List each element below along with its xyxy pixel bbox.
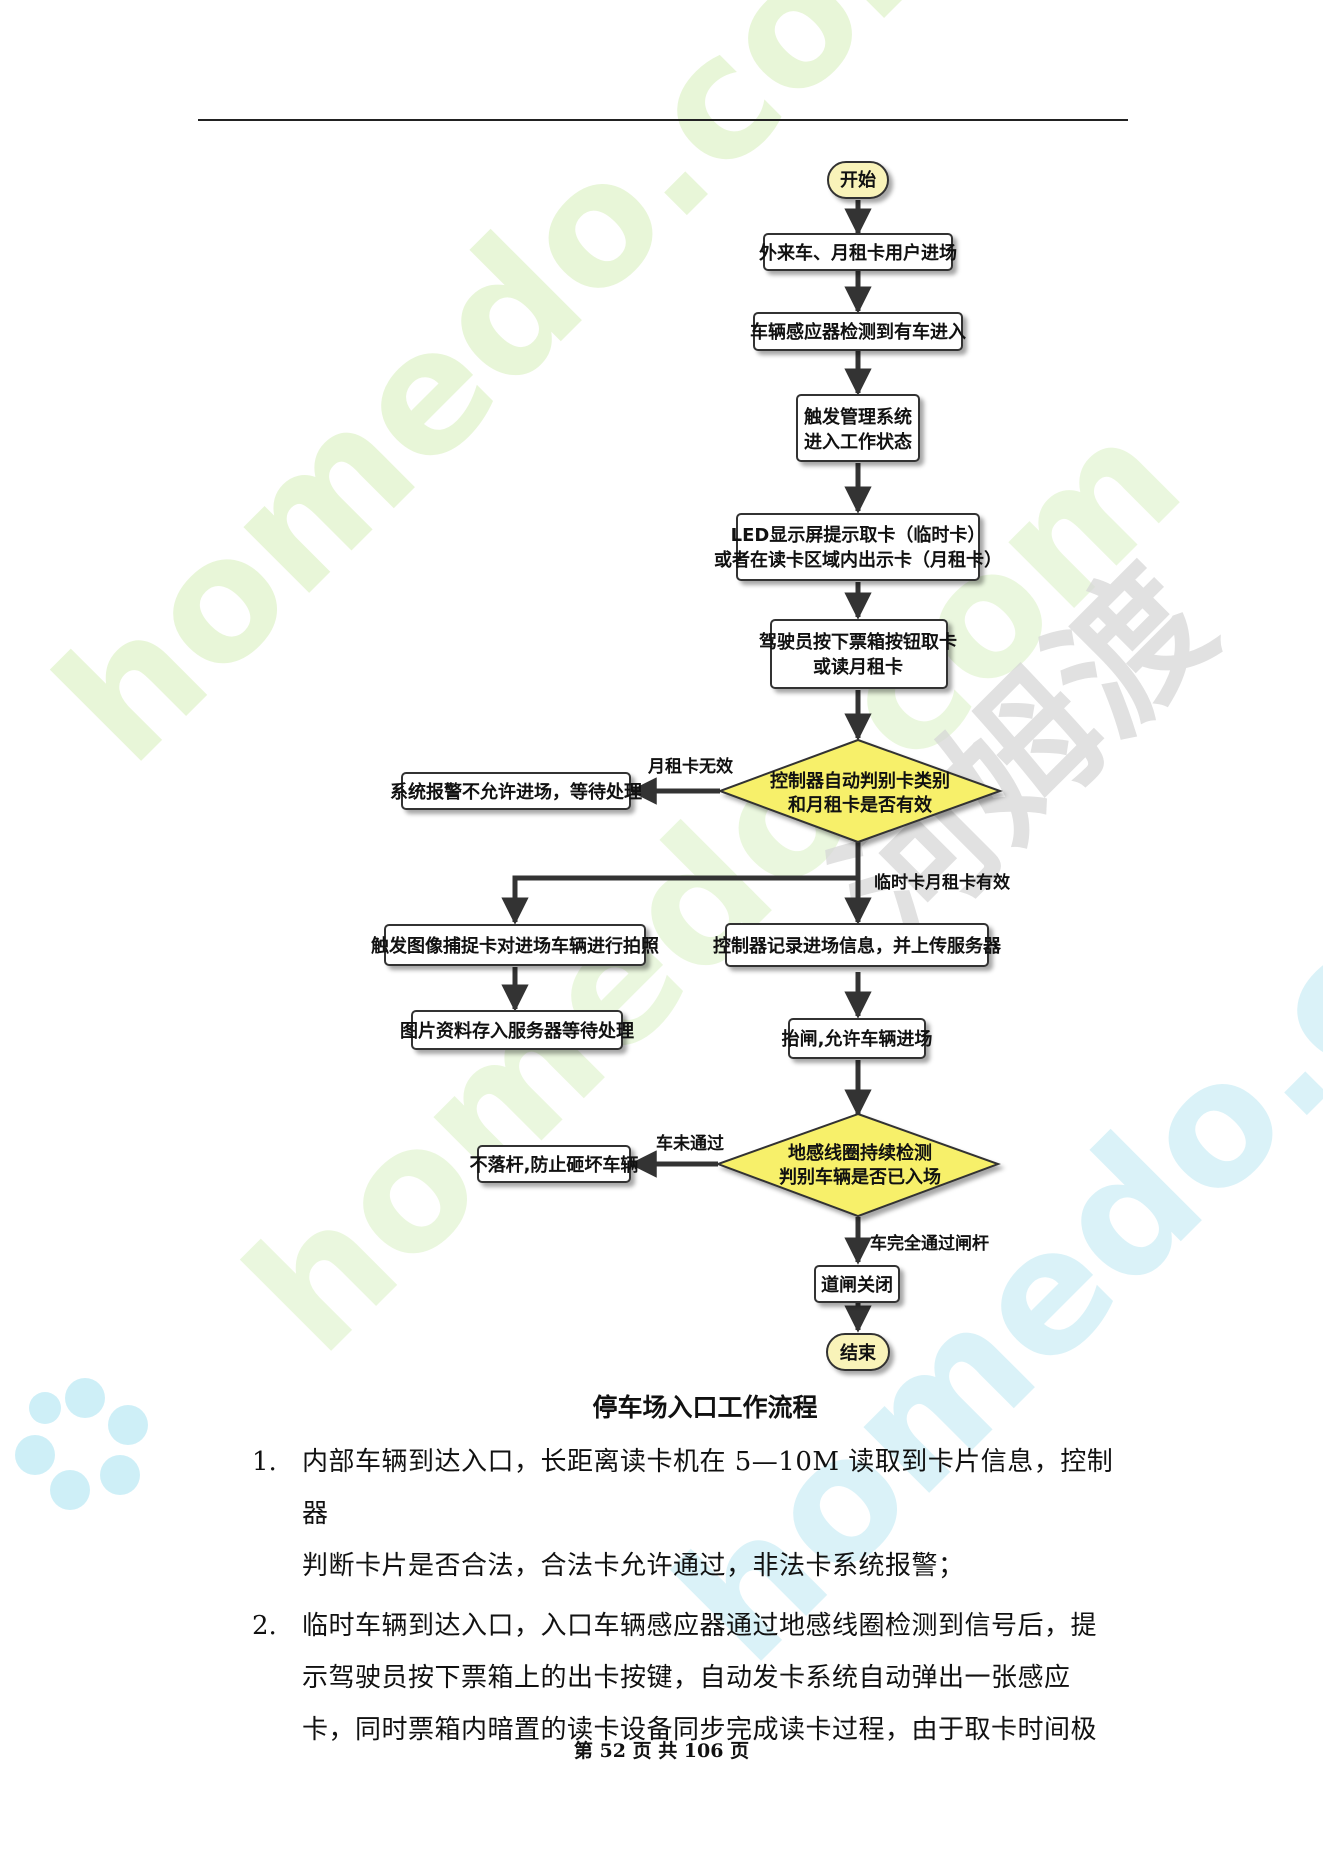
svg-text:控制器自动判别卡类别: 控制器自动判别卡类别 [770,770,950,792]
svg-text:系统报警不允许进场，等待处理: 系统报警不允许进场，等待处理 [390,781,642,803]
edge-label-invalid: 月租卡无效 [647,756,733,777]
svg-text:控制器记录进场信息，并上传服务器: 控制器记录进场信息，并上传服务器 [713,935,1002,957]
svg-text:或者在读卡区域内出示卡（月租卡）: 或者在读卡区域内出示卡（月租卡） [714,549,1002,571]
end-node: 结束 [826,1333,890,1371]
svg-text:结束: 结束 [840,1342,877,1364]
list-item-number: 2. [252,1611,277,1641]
figure-caption: 停车场入口工作流程 [592,1393,818,1422]
list-item-number: 1. [252,1447,277,1477]
edge-label-notpassed: 车未通过 [656,1133,724,1154]
svg-text:或读月租卡: 或读月租卡 [813,656,903,678]
watermark-logo-icon [15,1378,148,1510]
step-trigger-system: 触发管理系统 进入工作状态 [796,394,920,462]
page-footer: 第 52 页 共 106 页 [573,1740,750,1762]
svg-text:LED显示屏提示取卡（临时卡）: LED显示屏提示取卡（临时卡） [731,524,986,546]
step-store-image: 图片资料存入服务器等待处理 [400,1010,634,1050]
edge-label-valid: 临时卡月租卡有效 [874,872,1010,893]
svg-text:抬闸,允许车辆进场: 抬闸,允许车辆进场 [782,1028,933,1050]
svg-text:进入工作状态: 进入工作状态 [804,431,912,453]
step-lift-barrier: 抬闸,允许车辆进场 [782,1018,933,1059]
svg-text:道闸关闭: 道闸关闭 [821,1274,893,1296]
svg-text:触发图像捕捉卡对进场车辆进行拍照: 触发图像捕捉卡对进场车辆进行拍照 [371,935,659,957]
step-capture-photo: 触发图像捕捉卡对进场车辆进行拍照 [371,924,659,966]
svg-text:外来车、月租卡用户进场: 外来车、月租卡用户进场 [759,242,957,264]
step-sensor-detect: 车辆感应器检测到有车进入 [750,312,966,351]
step-no-lower: 不落杆,防止砸坏车辆 [470,1145,639,1183]
step-led-display: LED显示屏提示取卡（临时卡） 或者在读卡区域内出示卡（月租卡） [714,513,1002,581]
step-driver-take-card: 驾驶员按下票箱按钮取卡 或读月租卡 [759,619,957,689]
svg-text:和月租卡是否有效: 和月租卡是否有效 [788,794,933,816]
decision-loop-detect: 地感线圈持续检测 判别车辆是否已入场 [715,1112,1001,1218]
step-system-alarm: 系统报警不允许进场，等待处理 [390,772,642,810]
svg-text:开始: 开始 [840,169,876,191]
list-item: 1. 内部车辆到达入口，长距离读卡机在 5—10M 读取到卡片信息，控制器 判断… [252,1436,1132,1592]
step-barrier-close: 道闸关闭 [814,1265,900,1303]
svg-text:触发管理系统: 触发管理系统 [804,406,912,428]
step-controller-record: 控制器记录进场信息，并上传服务器 [713,923,1002,967]
svg-text:不落杆,防止砸坏车辆: 不落杆,防止砸坏车辆 [470,1154,639,1176]
svg-text:车辆感应器检测到有车进入: 车辆感应器检测到有车进入 [750,321,966,343]
decision-card-check: 控制器自动判别卡类别 和月租卡是否有效 [717,738,1003,844]
header-rule [198,119,1128,121]
flowchart: 开始 外来车、月租卡用户进场 车辆感应器检测到有车进入 触发管理系统 进入工作状… [371,161,1010,1371]
list-item-text: 内部车辆到达入口，长距离读卡机在 5—10M 读取到卡片信息，控制器 判断卡片是… [302,1447,1114,1581]
svg-text:判别车辆是否已入场: 判别车辆是否已入场 [779,1166,941,1188]
numbered-list: 1. 内部车辆到达入口，长距离读卡机在 5—10M 读取到卡片信息，控制器 判断… [252,1436,1132,1764]
list-item-text: 临时车辆到达入口，入口车辆感应器通过地感线圈检测到信号后，提 示驾驶员按下票箱上… [302,1611,1098,1745]
start-node: 开始 [827,161,889,199]
step-vehicle-enter: 外来车、月租卡用户进场 [759,233,957,271]
svg-text:驾驶员按下票箱按钮取卡: 驾驶员按下票箱按钮取卡 [759,631,957,653]
edge-label-passed: 车完全通过闸杆 [870,1233,989,1254]
svg-text:地感线圈持续检测: 地感线圈持续检测 [788,1142,932,1164]
svg-text:图片资料存入服务器等待处理: 图片资料存入服务器等待处理 [400,1020,634,1042]
list-item: 2. 临时车辆到达入口，入口车辆感应器通过地感线圈检测到信号后，提 示驾驶员按下… [252,1600,1132,1756]
